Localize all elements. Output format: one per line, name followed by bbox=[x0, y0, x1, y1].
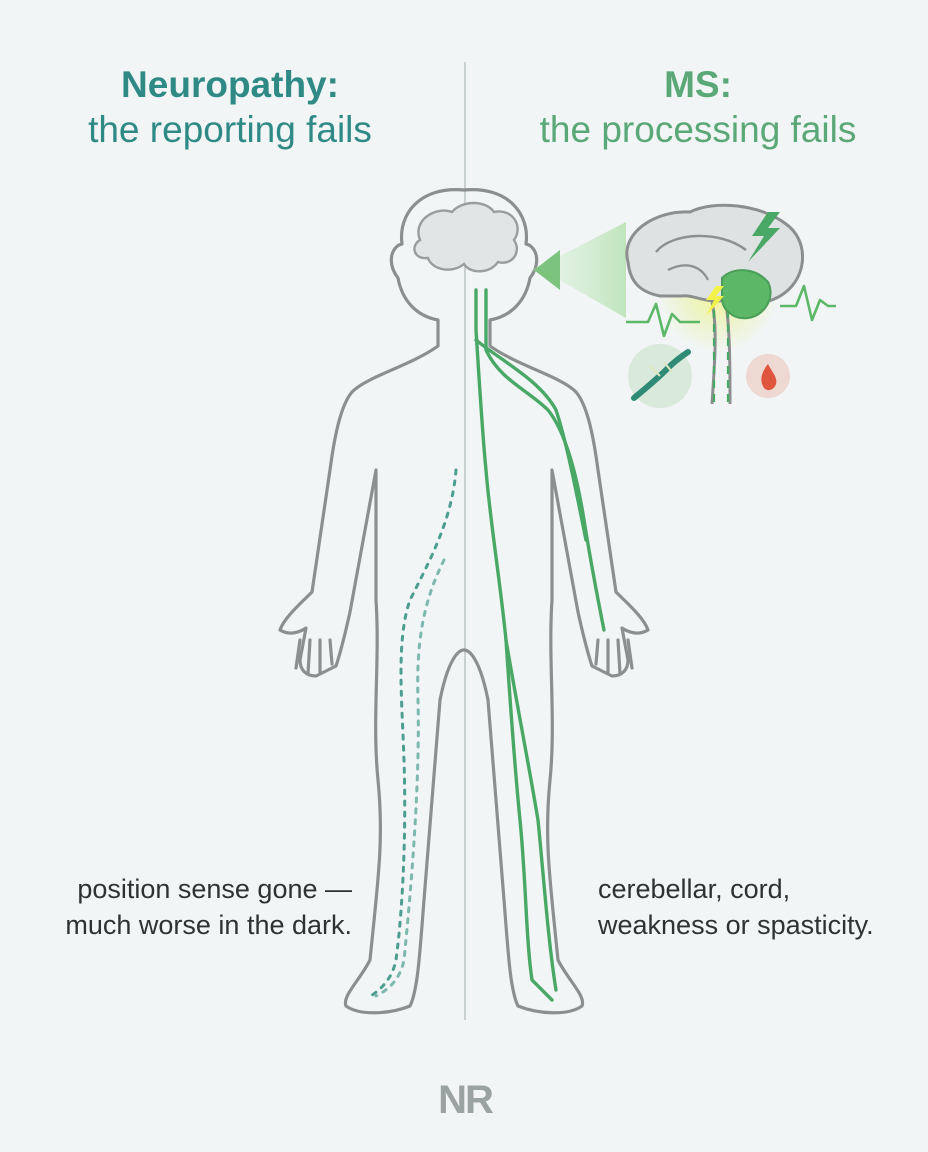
center-divider bbox=[464, 62, 466, 1020]
left-caption-line2: much worse in the dark. bbox=[65, 909, 352, 940]
right-caption: cerebellar, cord, weakness or spasticity… bbox=[598, 872, 922, 943]
human-body-outline bbox=[278, 188, 650, 1015]
left-caption-line1: position sense gone — bbox=[77, 874, 352, 904]
left-heading: Neuropathy: the reporting fails bbox=[20, 62, 440, 152]
nerve-pinch-icon bbox=[628, 344, 692, 408]
left-subtitle: the reporting fails bbox=[88, 109, 372, 151]
logo: NR bbox=[438, 1078, 494, 1122]
lightning-icon bbox=[748, 212, 780, 262]
flame-icon bbox=[746, 354, 790, 398]
green-nerve-path bbox=[474, 288, 606, 1002]
dotted-nerve-path bbox=[366, 468, 458, 1000]
right-subtitle: the processing fails bbox=[539, 109, 857, 151]
left-title: Neuropathy: bbox=[121, 64, 339, 105]
left-caption: position sense gone — much worse in the … bbox=[8, 872, 352, 943]
brain-icon bbox=[413, 201, 519, 273]
right-heading: MS: the processing fails bbox=[488, 62, 908, 152]
right-caption-line2: weakness or spasticity. bbox=[598, 909, 874, 940]
right-caption-line1: cerebellar, cord, bbox=[598, 874, 791, 904]
heartbeat-icon bbox=[626, 302, 700, 338]
arrow-icon bbox=[530, 222, 626, 318]
right-title: MS: bbox=[664, 64, 732, 105]
